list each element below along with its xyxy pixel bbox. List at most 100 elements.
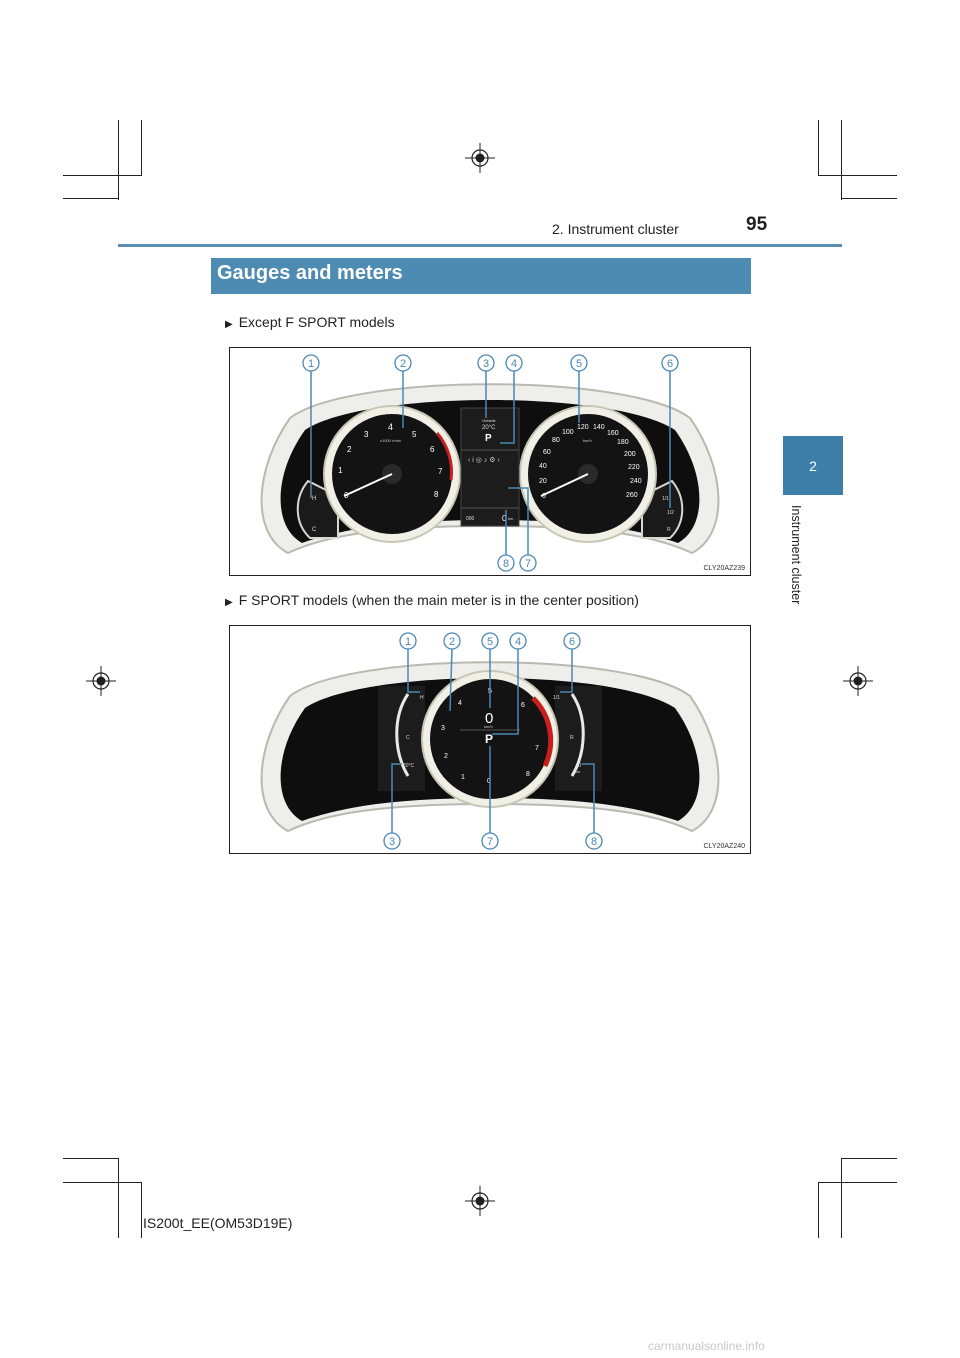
tach-tick-label: 0 bbox=[487, 778, 491, 785]
tach-tick-label: 3 bbox=[364, 430, 369, 439]
crop-mark bbox=[841, 120, 842, 200]
registration-mark-icon bbox=[465, 1186, 495, 1216]
speed-tick-label: 200 bbox=[624, 451, 636, 458]
fuel-gauge-r: R bbox=[570, 735, 574, 741]
speed-tick-label: 120 bbox=[577, 424, 589, 431]
callout-number: 4 bbox=[511, 358, 517, 370]
callout-number: 5 bbox=[576, 358, 582, 370]
tach-tick-label: 3 bbox=[441, 725, 445, 732]
callout-number: 1 bbox=[405, 636, 411, 648]
triangle-bullet-icon: ▶ bbox=[225, 597, 233, 608]
speed-tick-label: 180 bbox=[617, 439, 629, 446]
figure1-code: CLY20AZ239 bbox=[703, 565, 745, 572]
crop-mark bbox=[841, 198, 897, 199]
outside-temp-value: 20°C bbox=[403, 763, 415, 769]
crop-mark bbox=[841, 1158, 842, 1238]
registration-mark-icon bbox=[465, 143, 495, 173]
crop-mark bbox=[63, 1158, 119, 1159]
tach-tick-label: 2 bbox=[347, 445, 352, 454]
crop-mark bbox=[818, 175, 897, 176]
footer-model-code: IS200t_EE(OM53D19E) bbox=[143, 1215, 293, 1231]
fuel-gauge-half: 1/2 bbox=[667, 510, 674, 516]
tach-tick-label: 5 bbox=[412, 430, 417, 439]
callout-number: 7 bbox=[487, 836, 493, 848]
figure2-cluster-illustration: 0 1 2 3 4 5 6 7 8 0 km/h P H C 20°C 1/1 … bbox=[229, 625, 751, 854]
crop-mark bbox=[841, 1158, 897, 1159]
tach-tick-label: 4 bbox=[458, 700, 462, 707]
crop-mark bbox=[818, 120, 819, 176]
callout-number: 1 bbox=[308, 358, 314, 370]
tach-tick-label: 4 bbox=[388, 422, 393, 432]
registration-mark-icon bbox=[86, 666, 116, 696]
callout-number: 2 bbox=[400, 358, 406, 370]
odo-unit: km bbox=[508, 516, 514, 521]
speed-tick-label: 160 bbox=[607, 430, 619, 437]
figure1-subtitle: ▶Except F SPORT models bbox=[225, 314, 395, 330]
callout-number: 8 bbox=[591, 836, 597, 848]
tach-tick-label: 8 bbox=[526, 771, 530, 778]
chapter-side-label: Instrument cluster bbox=[789, 505, 803, 605]
outside-temp-label: Outside bbox=[482, 418, 497, 423]
gear-position: P bbox=[485, 732, 493, 746]
page-number: 95 bbox=[746, 214, 768, 235]
tach-tick-label: 2 bbox=[444, 753, 448, 760]
watermark[interactable]: carmanualsonline.info bbox=[648, 1339, 765, 1353]
speed-tick-label: 20 bbox=[539, 478, 547, 485]
speed-tick-label: 100 bbox=[562, 429, 574, 436]
crop-mark bbox=[141, 120, 142, 175]
chapter-tab: 2 bbox=[783, 436, 843, 495]
section-banner: Gauges and meters bbox=[211, 258, 751, 294]
temp-gauge-c: C bbox=[312, 527, 317, 533]
figure1-cluster-illustration: 0 1 2 3 4 5 6 7 8 x1000 r/min 0 20 40 60… bbox=[229, 347, 751, 576]
gear-position: P bbox=[485, 433, 492, 444]
display-chevrons-icon: ‹ i ◎ ♪ ⚙ › bbox=[468, 456, 500, 464]
tach-tick-label: 7 bbox=[535, 745, 539, 752]
tach-tick-label: 7 bbox=[438, 467, 443, 476]
speed-tick-label: 60 bbox=[543, 449, 551, 456]
registration-mark-icon bbox=[843, 666, 873, 696]
crop-mark bbox=[63, 198, 119, 199]
figure2-subtitle-text: F SPORT models (when the main meter is i… bbox=[238, 592, 639, 608]
odo-unit: km bbox=[575, 769, 581, 774]
outside-temp-value: 20°C bbox=[482, 425, 496, 431]
odo-value: 0 bbox=[578, 763, 582, 769]
crop-mark bbox=[818, 1182, 897, 1183]
fuel-gauge-r: R bbox=[667, 527, 671, 533]
callout-number: 4 bbox=[515, 636, 521, 648]
header-rule bbox=[118, 244, 842, 247]
callout-number: 6 bbox=[667, 358, 673, 370]
figure2-code: CLY20AZ240 bbox=[703, 843, 745, 850]
crop-mark bbox=[63, 175, 142, 176]
temp-gauge-h: H bbox=[420, 695, 424, 701]
tach-tick-label: 1 bbox=[338, 466, 343, 475]
callout-number: 3 bbox=[483, 358, 489, 370]
crop-mark bbox=[118, 1158, 119, 1238]
tach-tick-label: 6 bbox=[430, 445, 435, 454]
tach-tick-label: 6 bbox=[521, 702, 525, 709]
temp-gauge-c: C bbox=[406, 735, 410, 741]
figure1-subtitle-text: Except F SPORT models bbox=[238, 314, 395, 330]
tach-tick-label: 8 bbox=[434, 490, 439, 499]
callout-number: 7 bbox=[525, 558, 531, 570]
speed-tick-label: 220 bbox=[628, 464, 640, 471]
crop-mark bbox=[818, 1182, 819, 1238]
speed-tick-label: 0 bbox=[542, 493, 546, 500]
crop-mark bbox=[118, 120, 119, 200]
speed-tick-label: 80 bbox=[552, 437, 560, 444]
odo-right-value: 0 bbox=[502, 514, 507, 523]
speed-tick-label: 240 bbox=[630, 478, 642, 485]
speed-unit: km/h bbox=[583, 438, 592, 443]
digital-speed: 0 bbox=[485, 710, 493, 727]
temp-gauge-h: H bbox=[312, 496, 316, 502]
speed-tick-label: 260 bbox=[626, 492, 638, 499]
crop-mark bbox=[63, 1182, 142, 1183]
tach-tick-label: 0 bbox=[344, 491, 349, 500]
fuel-gauge-full: 1/1 bbox=[553, 695, 560, 701]
tach-tick-label: 1 bbox=[461, 774, 465, 781]
fuel-gauge-full: 1/1 bbox=[662, 496, 669, 502]
callout-number: 6 bbox=[569, 636, 575, 648]
figure2-subtitle: ▶ F SPORT models (when the main meter is … bbox=[225, 592, 639, 608]
speed-tick-label: 40 bbox=[539, 463, 547, 470]
section-heading: 2. Instrument cluster bbox=[552, 221, 679, 237]
callout-number: 5 bbox=[487, 636, 493, 648]
